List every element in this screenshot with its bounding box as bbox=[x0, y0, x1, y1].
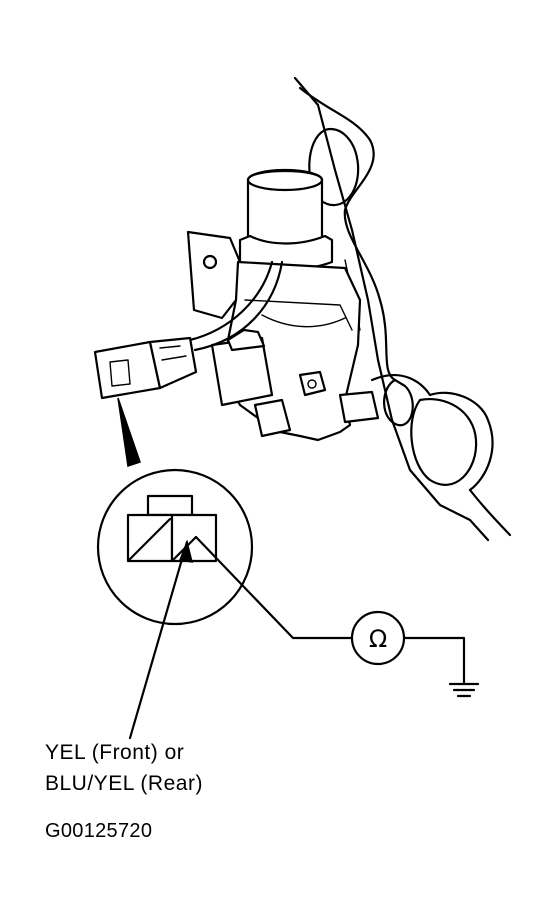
engine-gasket-outline bbox=[293, 76, 512, 542]
ohm-symbol: Ω bbox=[369, 625, 387, 653]
wire-color-label-rear: BLU/YEL (Rear) bbox=[45, 772, 203, 795]
ground-lead bbox=[402, 636, 466, 686]
connector-face-callout bbox=[96, 468, 254, 626]
connector-terminal-icon bbox=[126, 513, 174, 563]
figure-id: G00125720 bbox=[45, 820, 153, 842]
label-leader-line bbox=[128, 540, 189, 740]
harness-wire bbox=[188, 260, 284, 352]
test-lead bbox=[194, 535, 354, 640]
wire-color-label-front: YEL (Front) or bbox=[45, 741, 185, 764]
zoom-pointer bbox=[117, 397, 141, 467]
ground-symbol-icon bbox=[448, 682, 480, 698]
harness-connector bbox=[93, 336, 198, 400]
solenoid-valve bbox=[186, 168, 380, 442]
leader-arrowhead bbox=[178, 539, 194, 563]
ohmmeter-icon: Ω bbox=[350, 610, 406, 666]
